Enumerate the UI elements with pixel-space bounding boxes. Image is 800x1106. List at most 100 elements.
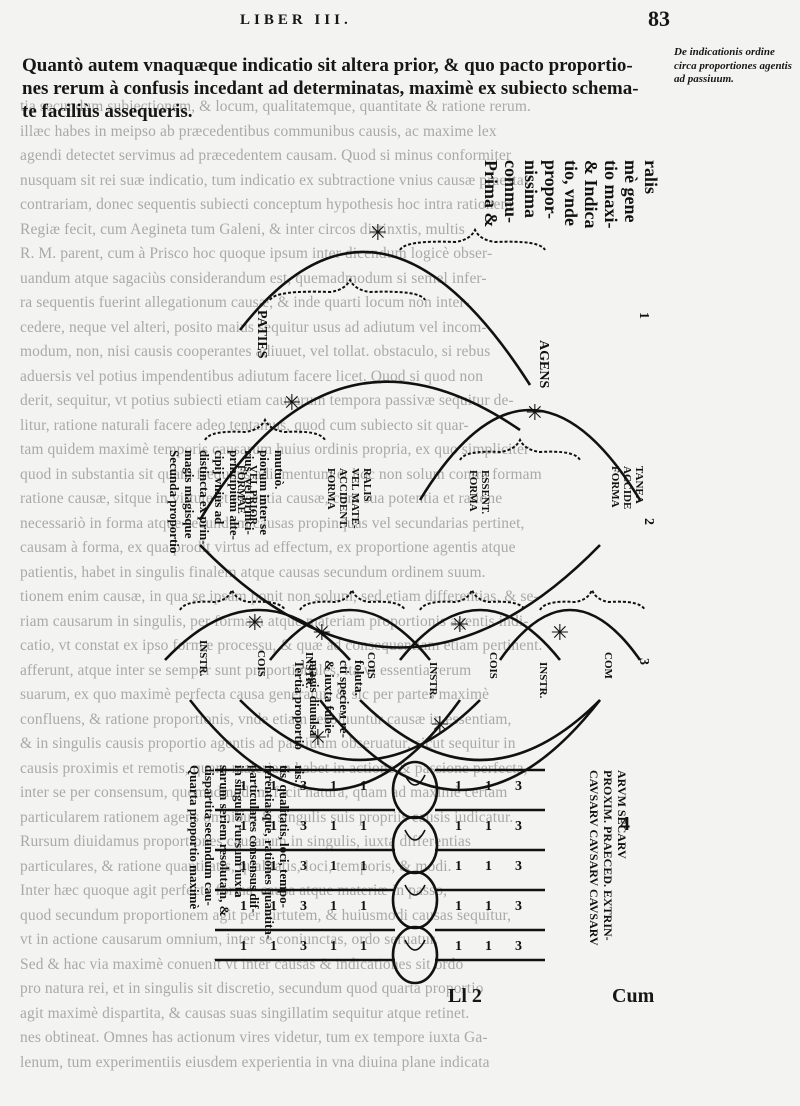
- bleed-through-line: tionem enim causæ, in qua se ipsam ponit…: [20, 588, 539, 605]
- bleed-through-line: Regiæ fecit, cum Aegineta tum Galeni, & …: [20, 220, 465, 238]
- sequence-number: 3: [300, 859, 307, 874]
- sequence-number: 1: [240, 859, 247, 874]
- sequence-number: 1: [360, 939, 367, 954]
- running-title: LIBER III.: [240, 12, 352, 28]
- text-line: CAVSARV CAVSARV CAVSARV: [587, 770, 601, 946]
- bleed-through-line: riam causarum in singulis, per formam at…: [20, 612, 529, 630]
- forma-essent-label: FORMA ESSENT.: [467, 470, 491, 514]
- bleed-through-line: modum, non, nisi causis cooperantes adiu…: [20, 343, 491, 360]
- bleed-through-line: pro natura rei, et in singulis sit discr…: [20, 980, 484, 997]
- bleed-through-line: R. M. parent, cum à Prisco hoc quoque ip…: [20, 245, 493, 262]
- text-line: FORMAE: [235, 465, 247, 514]
- sequence-number: 3: [515, 779, 522, 794]
- sequence-number: 1: [270, 779, 277, 794]
- bleed-through-line: nusquam sit rei suæ indicatio, tum indic…: [20, 171, 529, 189]
- sequence-number: 1: [455, 779, 462, 794]
- sequence-number: 1: [455, 859, 462, 874]
- bleed-through-line: causam à forma, ex qua prodit virtus ad …: [20, 539, 516, 556]
- text-line: FORMA: [325, 468, 337, 510]
- text-line: cti specieм re-: [337, 660, 352, 738]
- bleed-through-line: litur, ratione naturali facere adeo tent…: [20, 416, 469, 434]
- bleed-through-line: necessariò in forma atque secundum causa…: [20, 514, 525, 532]
- star-icon: ✳: [309, 726, 327, 751]
- catchword: Cum: [612, 985, 655, 1007]
- star-icon: ✳: [313, 621, 331, 646]
- text-line: rius, vel princi-: [242, 450, 257, 535]
- row-number: 2: [641, 518, 656, 525]
- bleed-through-line: aduersis vel potius impendentibus adiutu…: [20, 367, 484, 385]
- star-icon: ✳: [283, 391, 301, 416]
- row-number: 4: [620, 813, 630, 835]
- sequence-number: 1: [330, 939, 337, 954]
- text-line: & iuxta fubie-: [322, 660, 337, 738]
- text-line: nissima: [521, 160, 541, 218]
- sequence-number: 3: [300, 819, 307, 834]
- com-label: COM: [602, 652, 614, 680]
- text-line: dispartita secundum cau-: [202, 765, 217, 906]
- text-line: magis magisque: [182, 450, 197, 539]
- lead-line: te faciliùs assequeris.: [22, 101, 193, 122]
- text-line: & Indica: [581, 160, 601, 229]
- signature-mark: Ll 2: [448, 985, 482, 1007]
- bleed-through-line: agit maximè dispartita, & causas suas si…: [20, 1004, 470, 1022]
- causarum-labels: CAVSARV CAVSARV CAVSARV PROXIM. PRAECED.…: [587, 770, 629, 946]
- bleed-through-line: suarum, ex quo maximè perfecta causa gen…: [20, 686, 490, 703]
- sequence-number: 1: [485, 859, 492, 874]
- sequence-number: 1: [485, 819, 492, 834]
- sequence-number: 1: [360, 779, 367, 794]
- sequence-number: 3: [515, 819, 522, 834]
- text-line: tio, vnde: [561, 160, 581, 226]
- sequence-number: 1: [455, 939, 462, 954]
- row-number: 1: [636, 312, 651, 319]
- sequence-number: 1: [455, 899, 462, 914]
- text-line: FORMA: [467, 470, 479, 512]
- bleed-through-line: quod secundum proportionem agit per virt…: [20, 906, 512, 924]
- text-line: VEL MATE-: [349, 468, 361, 529]
- sequence-number: 1: [240, 939, 247, 954]
- sequence-number: 3: [515, 939, 522, 954]
- sequence-number: 1: [330, 899, 337, 914]
- agens-label: AGENS: [536, 340, 551, 388]
- instr-label: INSTR.: [427, 662, 439, 699]
- bleed-through-line: nes obtineat. Omnes has actionum vires v…: [20, 1029, 488, 1046]
- lead-line: Quantò autem vnaquæque indicatio sit alt…: [22, 55, 633, 76]
- bleed-through-line: ra sequentis fuerint allegationum causæ,…: [20, 294, 470, 311]
- star-icon: ✳: [551, 621, 569, 646]
- fourth-proportion-label: Quarta proportio maximè dispartita secun…: [187, 765, 307, 939]
- text-line: mè gene: [621, 160, 641, 222]
- instr-label: INSTR.: [537, 662, 549, 699]
- running-header: LIBER III. 83: [240, 6, 670, 31]
- bleed-through-line: uandum atque sagaciùs considerandum est,…: [20, 269, 487, 287]
- text-line: particulares consensus dif-: [247, 765, 262, 913]
- sequence-number: 1: [270, 819, 277, 834]
- bleed-through-line: contrariam, donec sequentis subiecti con…: [20, 196, 513, 213]
- sequence-number: 3: [515, 899, 522, 914]
- star-icon: ✳: [369, 221, 387, 246]
- sequence-number: 3: [300, 939, 307, 954]
- text-line: commu-: [501, 160, 521, 223]
- text-line: ris.: [292, 765, 307, 783]
- text-line: TANEA: [633, 466, 645, 504]
- text-line: sarum seriem resolutam, &: [217, 765, 232, 917]
- bleed-through-line: ratione causæ, sitque in virtute et esse…: [20, 490, 503, 507]
- second-proportion-label: Secunda proportio magis magisque distinc…: [167, 450, 287, 553]
- sequence-number: 1: [485, 939, 492, 954]
- bleed-through-line: confluens, & ratione proportionis, vnde …: [20, 710, 512, 728]
- sequence-number: 1: [270, 859, 277, 874]
- sequence-number: 1: [330, 819, 337, 834]
- sequence-number: 1: [330, 859, 337, 874]
- first-proportion-label: Prima & commu- nissima propor- tio, vnde…: [481, 160, 661, 229]
- star-icon: ✳: [431, 713, 449, 738]
- bleed-through-line: lenum, tum experimentiis eiusdem experie…: [20, 1053, 490, 1071]
- sequence-number: 1: [485, 899, 492, 914]
- sequence-number: 3: [300, 899, 307, 914]
- text-line: propor-: [541, 160, 561, 219]
- bleed-through-line: particulares, & ratione quantitatis, qua…: [20, 857, 452, 875]
- text-line: ferentiasque, rationes quantita-: [262, 765, 277, 939]
- cois-label: COIS: [255, 650, 267, 677]
- text-line: principium alte-: [227, 450, 242, 540]
- text-line: Quarta proportio maximè: [187, 765, 202, 909]
- text-line: distincta ex prin-: [197, 450, 212, 545]
- bleed-through-line: & in singulis causis proportio agentis a…: [20, 735, 516, 752]
